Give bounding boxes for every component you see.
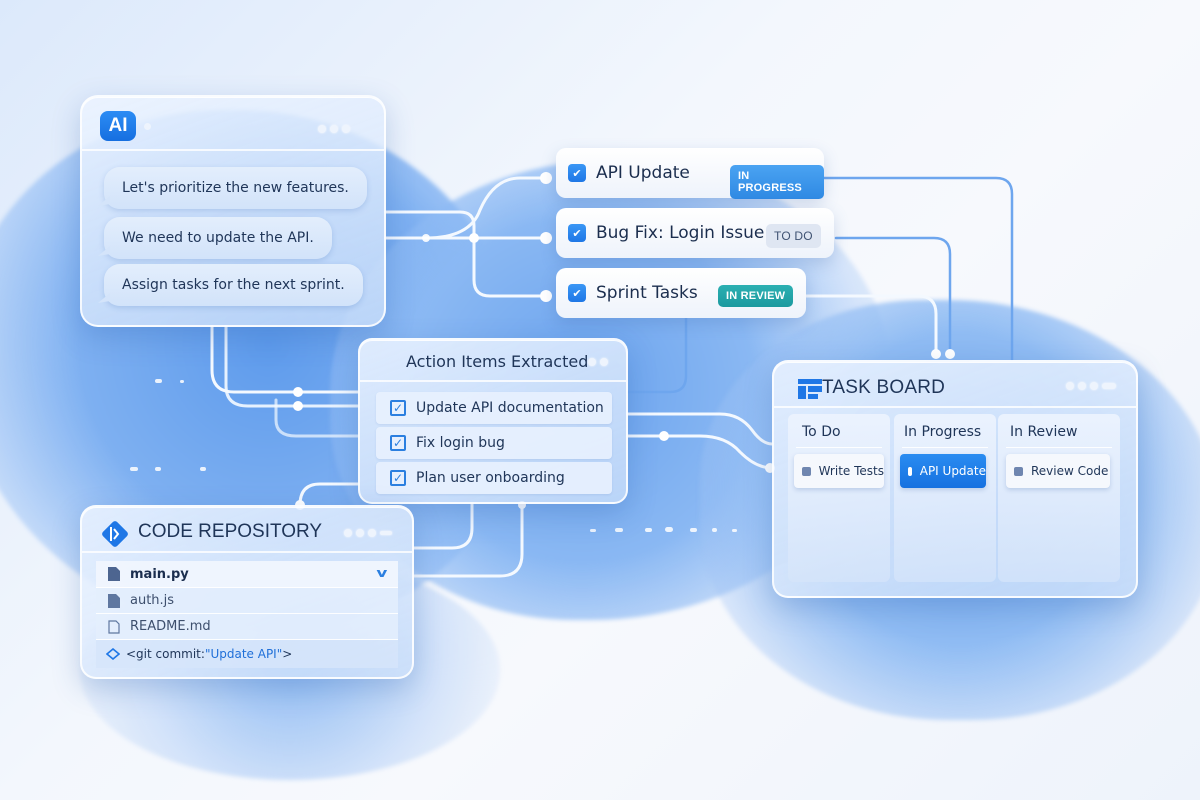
- card-label: Review Code: [1031, 464, 1109, 478]
- header-divider: [82, 551, 412, 553]
- chat-message: Let's prioritize the new features.: [104, 167, 367, 209]
- file-name: main.py: [130, 566, 189, 582]
- file-name: auth.js: [130, 593, 175, 608]
- more-options-icon[interactable]: [344, 529, 392, 537]
- commit-diamond-icon: [106, 648, 120, 660]
- checkbox-checked-icon[interactable]: ✔: [568, 284, 586, 302]
- ai-chat-panel: AI Let's prioritize the new features. We…: [80, 95, 386, 327]
- card-marker-icon: [802, 466, 811, 476]
- document-outline-icon: [108, 619, 120, 634]
- action-item[interactable]: ✓ Update API documentation: [376, 392, 612, 424]
- git-icon: [102, 521, 128, 547]
- task-card-bug-fix[interactable]: ✔ Bug Fix: Login Issue TO DO: [556, 208, 834, 258]
- header-divider: [360, 380, 626, 382]
- status-dot: [144, 123, 151, 130]
- file-item[interactable]: auth.js: [96, 588, 398, 614]
- status-badge: IN REVIEW: [718, 285, 794, 307]
- file-item[interactable]: README.md: [96, 614, 398, 640]
- board-card[interactable]: API Update: [900, 454, 986, 488]
- chat-message: We need to update the API.: [104, 217, 332, 259]
- column-divider: [902, 447, 988, 448]
- card-label: API Update: [919, 464, 986, 478]
- column-divider: [796, 447, 882, 448]
- checkbox-checked-icon[interactable]: ✓: [390, 400, 406, 416]
- board-card[interactable]: Write Tests: [794, 454, 884, 488]
- more-options-icon[interactable]: [318, 125, 350, 133]
- task-label: API Update: [596, 163, 690, 183]
- commit-message: "Update API": [204, 647, 283, 661]
- checkbox-checked-icon[interactable]: ✓: [390, 435, 406, 451]
- action-item-label: Update API documentation: [416, 400, 604, 416]
- column-divider: [1006, 447, 1112, 448]
- task-board-panel: TASK BOARD To Do Write Tests In Progress…: [772, 360, 1138, 598]
- checkbox-checked-icon[interactable]: ✔: [568, 164, 586, 182]
- status-badge: IN PROGRESS: [730, 165, 824, 199]
- more-options-icon[interactable]: [1066, 382, 1116, 390]
- panel-title: TASK BOARD: [822, 377, 946, 398]
- action-item[interactable]: ✓ Fix login bug: [376, 427, 612, 459]
- column-title: In Progress: [904, 424, 982, 440]
- action-items-panel: Action Items Extracted ✓ Update API docu…: [358, 338, 628, 504]
- file-name: README.md: [130, 619, 211, 634]
- ai-logo: AI: [100, 111, 136, 141]
- card-label: Write Tests: [818, 464, 884, 478]
- commit-prefix: <git commit:: [126, 647, 205, 661]
- task-card-api-update[interactable]: ✔ API Update IN PROGRESS: [556, 148, 824, 199]
- status-badge: TO DO: [766, 224, 821, 248]
- commit-suffix: >: [282, 647, 293, 661]
- file-item[interactable]: main.py v: [96, 561, 398, 588]
- action-item[interactable]: ✓ Plan user onboarding: [376, 462, 612, 494]
- board-column-in-review: In Review Review Code: [998, 414, 1120, 582]
- panel-title: Action Items Extracted: [406, 352, 589, 371]
- card-marker-icon: [908, 466, 912, 476]
- board-column-in-progress: In Progress API Update: [894, 414, 996, 582]
- checkbox-checked-icon[interactable]: ✔: [568, 224, 586, 242]
- more-options-icon[interactable]: [588, 358, 608, 366]
- action-item-label: Plan user onboarding: [416, 470, 565, 486]
- checkbox-checked-icon[interactable]: ✓: [390, 470, 406, 486]
- task-label: Sprint Tasks: [596, 283, 698, 303]
- column-title: In Review: [1010, 424, 1078, 440]
- code-repository-panel: CODE REPOSITORY main.py v auth.js README…: [80, 505, 414, 679]
- file-icon: [108, 567, 120, 581]
- file-list: main.py v auth.js README.md <git commit:…: [96, 561, 398, 668]
- chat-message: Assign tasks for the next sprint.: [104, 264, 363, 306]
- header-divider: [774, 406, 1136, 408]
- task-card-sprint-tasks[interactable]: ✔ Sprint Tasks IN REVIEW: [556, 268, 806, 318]
- action-item-label: Fix login bug: [416, 435, 505, 451]
- card-marker-icon: [1014, 466, 1023, 476]
- board-column-to-do: To Do Write Tests: [788, 414, 890, 582]
- file-icon: [108, 593, 120, 608]
- header-divider: [82, 149, 384, 151]
- task-label: Bug Fix: Login Issue: [596, 223, 765, 243]
- column-title: To Do: [802, 424, 841, 440]
- board-icon: [798, 379, 822, 399]
- chevron-down-icon[interactable]: v: [376, 566, 388, 580]
- board-card[interactable]: Review Code: [1006, 454, 1110, 488]
- panel-title: CODE REPOSITORY: [138, 521, 323, 542]
- git-commit-row: <git commit: "Update API" >: [96, 640, 398, 668]
